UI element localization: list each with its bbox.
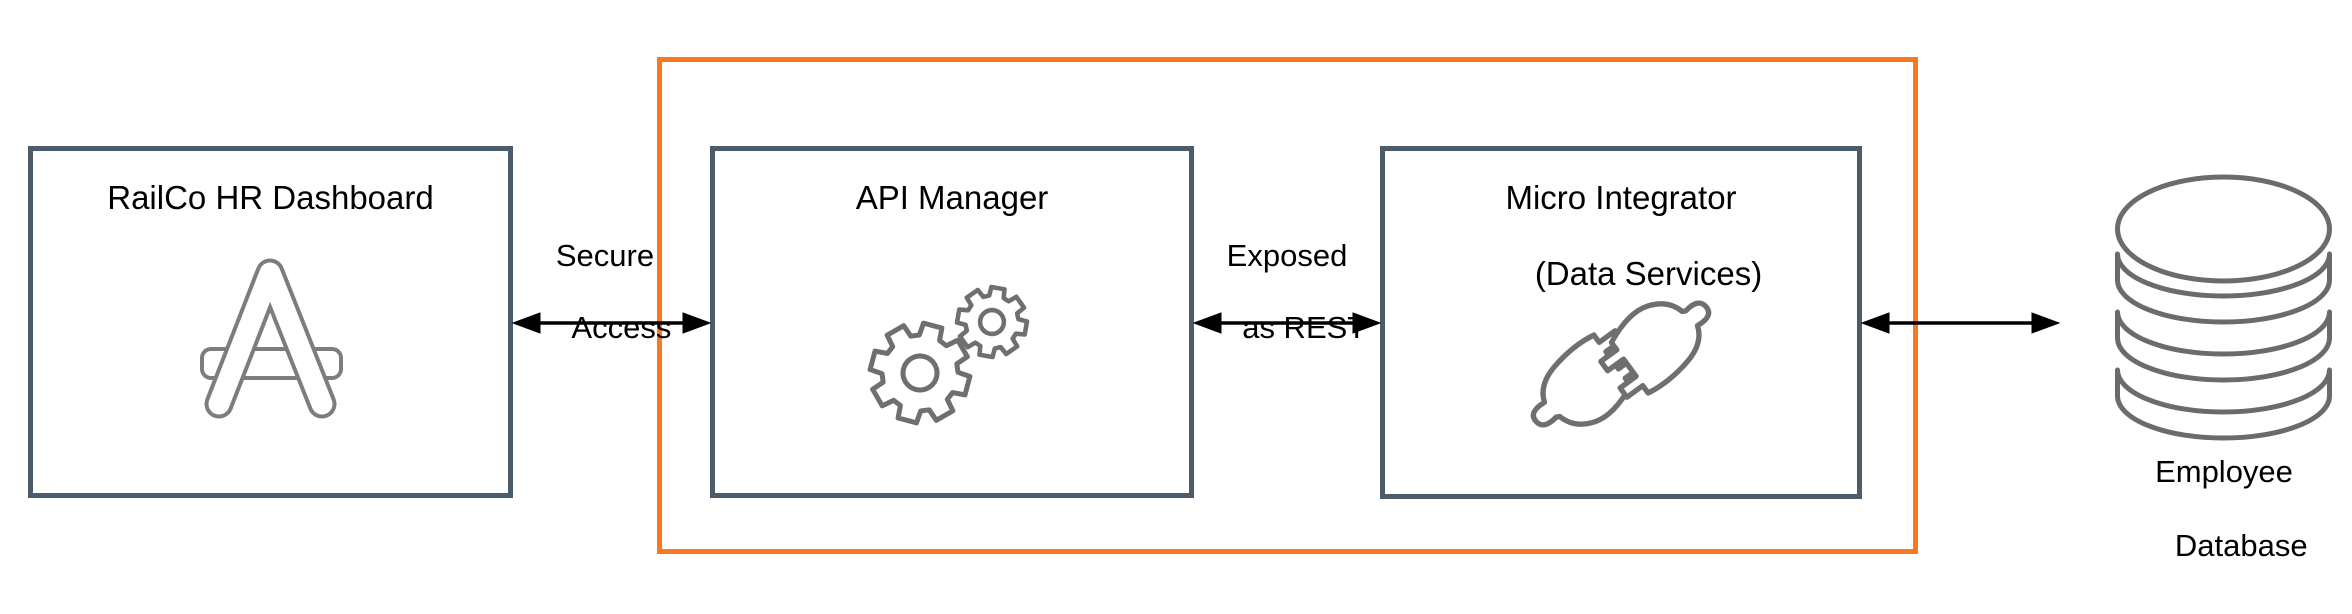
node-title-railco: RailCo HR Dashboard xyxy=(107,179,434,216)
gears-icon xyxy=(867,284,1030,426)
database-label-line2: Database xyxy=(2174,528,2308,563)
connection-label-secure-access: Secure Access xyxy=(480,238,730,346)
node-title-micro-integrator: Micro Integrator (Data Services) xyxy=(1385,179,1857,293)
arrowhead-right xyxy=(2031,312,2061,334)
secure-access-line2: Access xyxy=(571,310,672,345)
connection-label-exposed-as-rest: Exposed as REST xyxy=(1162,238,1412,346)
app-icon xyxy=(200,258,343,419)
database-label: Employee Database xyxy=(2099,453,2349,564)
exposed-rest-line2: as REST xyxy=(1242,310,1367,345)
database-icon xyxy=(2115,174,2332,441)
exposed-rest-line1: Exposed xyxy=(1226,238,1348,273)
plug-connector-icon xyxy=(1530,300,1712,428)
node-railco-hr-dashboard: RailCo HR Dashboard xyxy=(28,146,513,498)
node-title-api-manager: API Manager xyxy=(855,179,1049,216)
secure-access-line1: Secure xyxy=(555,238,655,273)
highlight-zone-rectangle xyxy=(657,57,1918,554)
micro-title-line1: Micro Integrator xyxy=(1505,179,1737,216)
node-api-manager: API Manager xyxy=(710,146,1194,498)
micro-title-line2: (Data Services) xyxy=(1534,255,1763,292)
node-micro-integrator: Micro Integrator (Data Services) xyxy=(1380,146,1862,499)
database-label-line1: Employee xyxy=(2155,454,2293,489)
